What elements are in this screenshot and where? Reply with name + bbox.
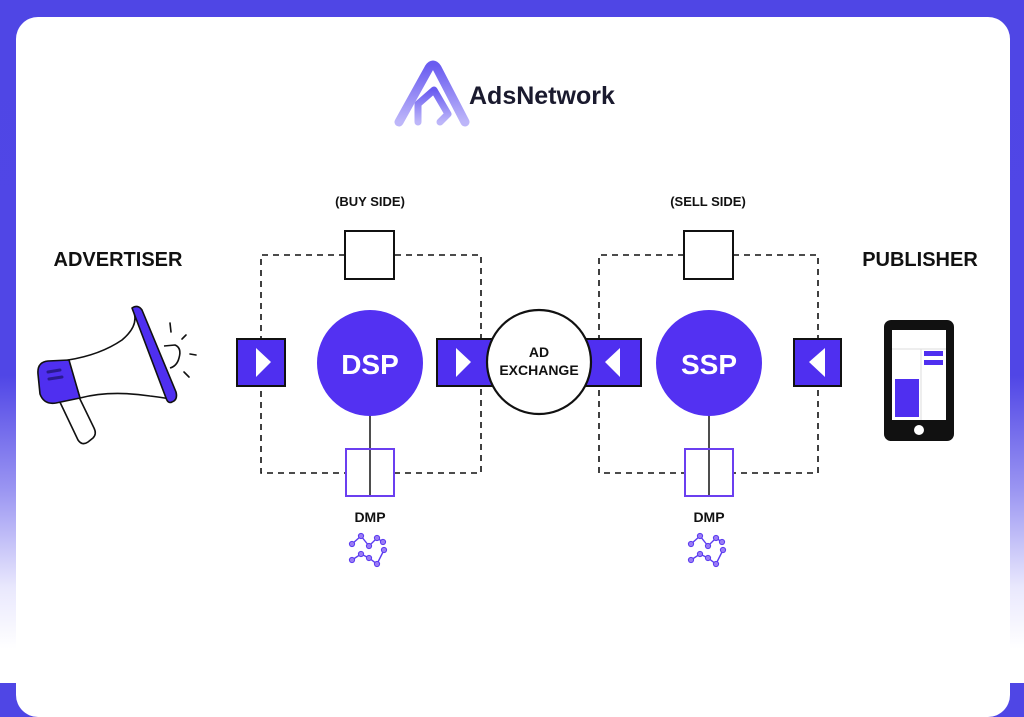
- play-right-icon: [256, 348, 271, 377]
- publisher-to-ssp-arrow: [793, 338, 842, 387]
- smartphone-icon: [884, 320, 954, 441]
- buy-side-label: (BUY SIDE): [335, 194, 405, 209]
- stylized-a-logo-icon: [394, 60, 470, 127]
- sell-side-frame: [598, 254, 819, 474]
- brand-name: AdsNetwork: [469, 82, 615, 110]
- publisher-label: PUBLISHER: [862, 249, 978, 271]
- sell-side-dmp-label: DMP: [693, 509, 724, 525]
- dsp-circle: [317, 310, 423, 416]
- brand-logo: AdsNetwork: [394, 60, 615, 127]
- sell-side-placeholder-box: [683, 230, 734, 280]
- megaphone-icon: [37, 305, 197, 445]
- ssp-label: SSP: [681, 349, 737, 380]
- advertiser-to-dsp-arrow: [236, 338, 286, 387]
- dsp-label: DSP: [341, 349, 399, 380]
- ssp-circle: [656, 310, 762, 416]
- ad-exchange-line1: AD: [529, 344, 549, 360]
- play-left-icon: [605, 348, 620, 377]
- ad-tech-diagram: AdsNetwork ADVERTISER PUBLISHER (BUY SID…: [37, 60, 978, 568]
- ad-exchange-line2: EXCHANGE: [499, 362, 578, 378]
- data-points-icon: [687, 532, 727, 568]
- play-right-icon: [456, 348, 471, 377]
- ssp-to-exchange-arrow: [584, 338, 642, 387]
- dsp-to-exchange-arrow: [436, 338, 494, 387]
- buy-side-dmp-box: [345, 448, 395, 497]
- sell-side-label: (SELL SIDE): [670, 194, 746, 209]
- buy-side-dmp-label: DMP: [354, 509, 385, 525]
- data-points-icon: [348, 532, 388, 568]
- advertiser-label: ADVERTISER: [54, 249, 183, 271]
- sell-side-dmp-box: [684, 448, 734, 497]
- play-left-icon: [809, 348, 825, 377]
- ad-exchange-circle: [485, 308, 593, 416]
- buy-side-placeholder-box: [344, 230, 395, 280]
